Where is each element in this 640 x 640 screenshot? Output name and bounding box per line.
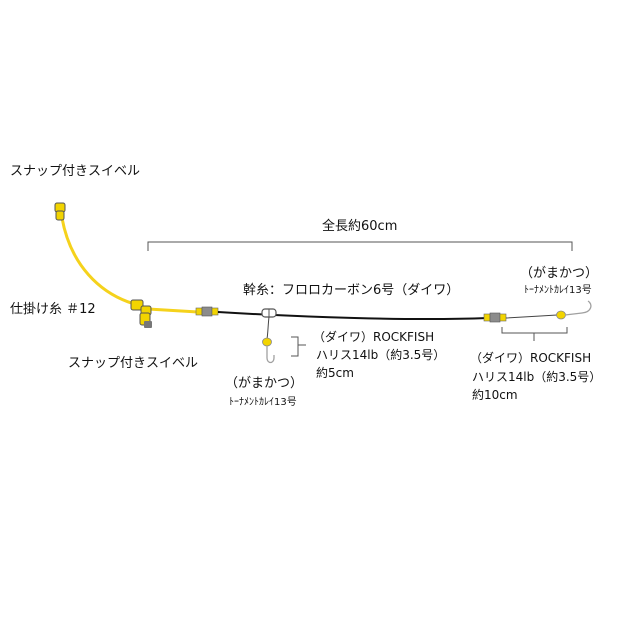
crimp-sleeve-1 [195, 306, 219, 317]
shikake-line-label: 仕掛け糸 ＃12 [10, 302, 96, 317]
leader-b-line [505, 314, 558, 319]
main-line-label: 幹糸：フロロカーボン6号（ダイワ） [243, 283, 460, 298]
total-length-bracket [147, 241, 573, 251]
snap-swivel-top-icon [54, 202, 66, 221]
total-length-label: 全長約60cm [322, 219, 398, 234]
hook-a-model-label: ﾄｰﾅﾒﾝﾄｶﾚｲ13号 [229, 397, 297, 408]
leader-b-line1: （ダイワ）ROCKFISH [470, 351, 592, 365]
leader-a-line1: （ダイワ）ROCKFISH [313, 330, 435, 344]
snap-swivel-bottom-icon [130, 299, 152, 328]
leader-b-line2: ハリス14lb（約3.5号） [472, 370, 602, 384]
snap-swivel-top-label: スナップ付きスイベル [10, 164, 141, 179]
leader-a-line2: ハリス14lb（約3.5号） [316, 348, 446, 362]
hook-a-icon [266, 346, 275, 364]
bead-b-icon [556, 310, 566, 320]
crimp-sleeve-2 [483, 312, 507, 323]
shikake-line-straight [147, 307, 199, 314]
branch-swivel-icon [261, 308, 277, 318]
snap-swivel-bottom-label: スナップ付きスイベル [68, 356, 199, 371]
leader-b-line3: 約10cm [472, 388, 518, 402]
leader-b-bracket [501, 327, 568, 341]
main-line [217, 311, 489, 321]
leader-a-bracket [291, 336, 306, 357]
hook-b-icon [564, 300, 592, 316]
hook-b-brand-label: （がまかつ） [520, 266, 599, 281]
leader-a-line3: 約5cm [316, 366, 354, 380]
shikake-line-curve [60, 217, 143, 308]
hook-a-brand-label: （がまかつ） [225, 376, 304, 391]
bead-a-icon [262, 337, 272, 347]
hook-b-model-label: ﾄｰﾅﾒﾝﾄｶﾚｲ13号 [524, 285, 592, 296]
leader-a-line [266, 316, 270, 340]
